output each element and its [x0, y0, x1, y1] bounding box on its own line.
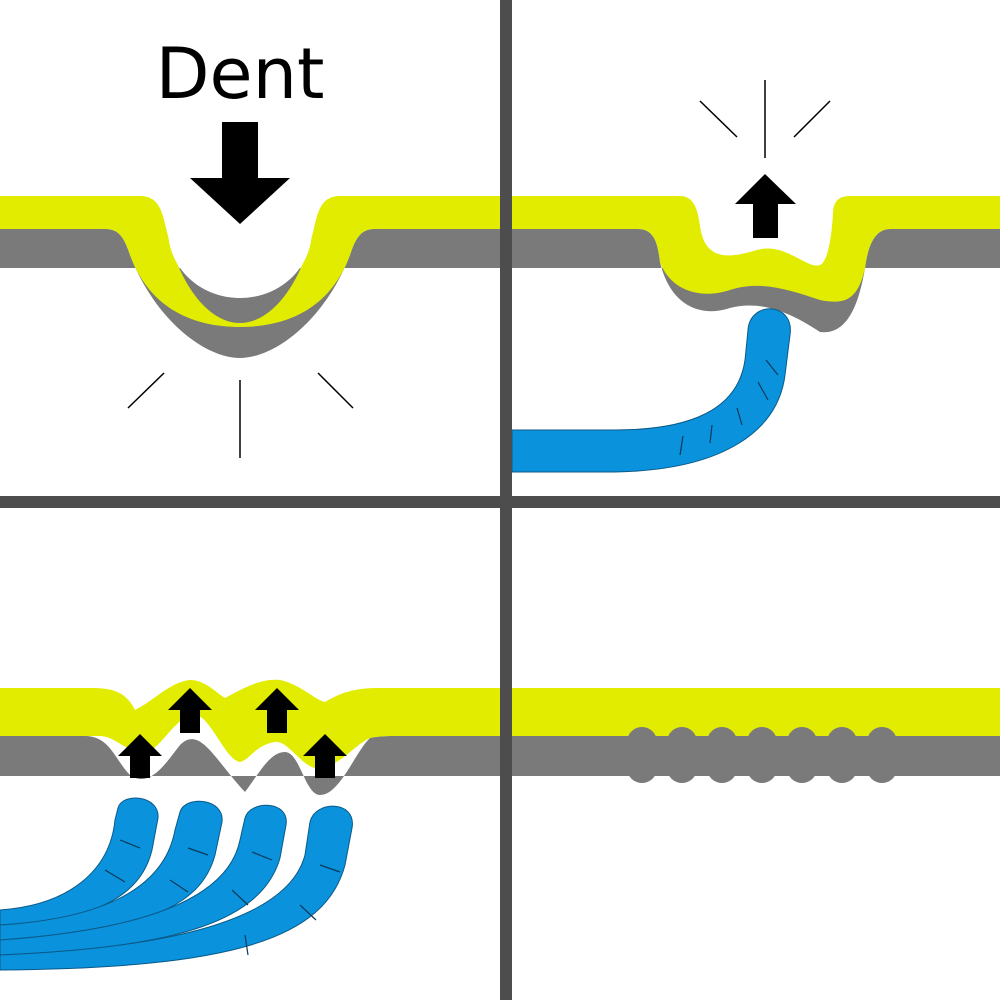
pdr-tool-icon — [0, 804, 287, 956]
up-arrow-icon — [255, 688, 299, 733]
paint-layer — [512, 196, 1000, 302]
pdr-tool-icon — [511, 308, 791, 473]
panel-2-first-push — [511, 80, 1000, 473]
impact-lines-icon — [127, 372, 354, 458]
panel-4-repaired — [512, 688, 1000, 783]
panel-3-multiple-pushes — [0, 679, 500, 971]
dent-cavity — [168, 196, 312, 298]
paint-layer — [0, 196, 500, 327]
up-arrow-icon — [735, 174, 796, 238]
paint-layer — [0, 679, 500, 769]
tool-ticks — [679, 359, 779, 456]
pdr-tools — [0, 797, 353, 971]
metal-layer — [0, 736, 500, 795]
up-arrow-icon — [303, 734, 347, 778]
tool-ticks — [104, 839, 341, 956]
dent-label: Dent — [156, 33, 325, 115]
smoothed-bumps — [627, 727, 897, 783]
impact-lines-icon — [699, 80, 831, 158]
horizontal-divider — [0, 496, 1000, 508]
down-arrow-icon — [190, 122, 290, 224]
paint-layer — [512, 688, 1000, 736]
up-arrow-icon — [168, 688, 212, 733]
up-arrows — [118, 688, 347, 778]
up-arrow-icon — [118, 734, 162, 778]
panel-1-dent: Dent — [0, 33, 500, 458]
pdr-tool-icon — [0, 805, 353, 971]
